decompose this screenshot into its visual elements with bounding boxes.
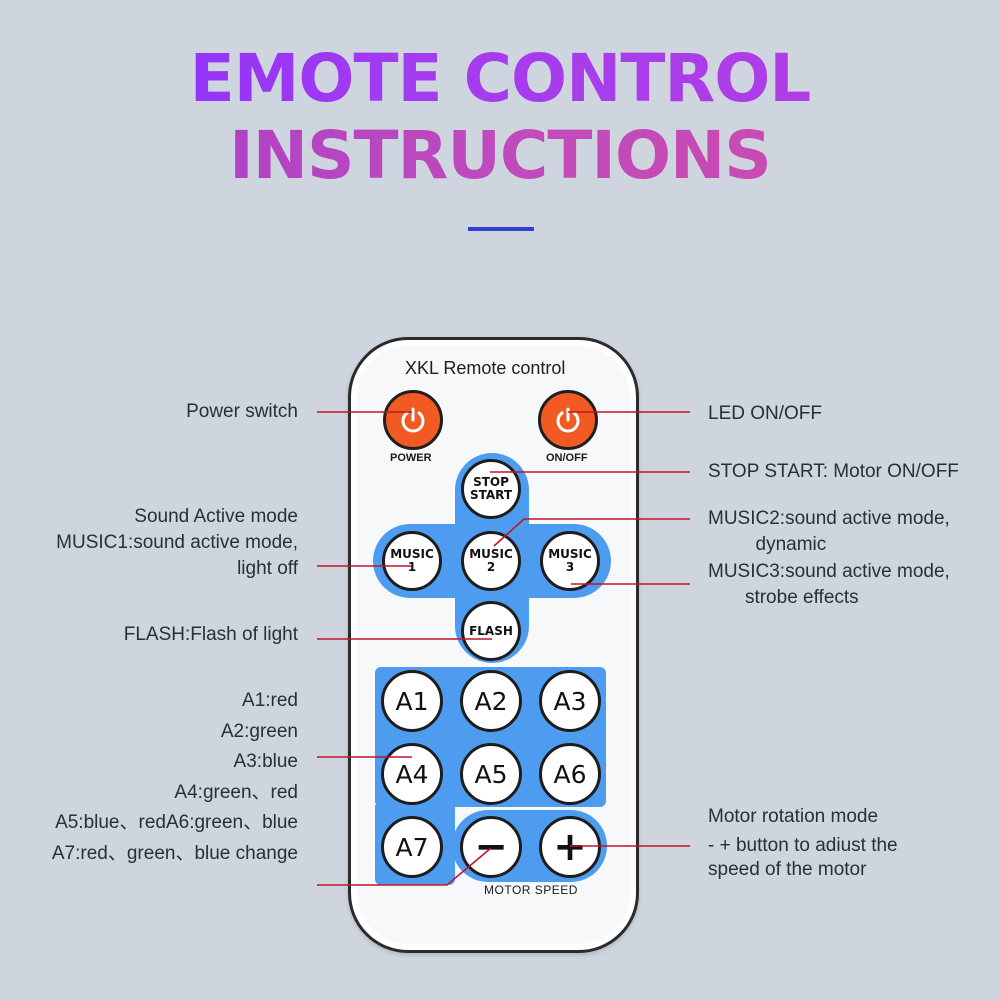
annotation-power-switch: Power switch — [186, 401, 298, 422]
leader-motor — [317, 847, 492, 886]
a5-button[interactable]: A5 — [460, 743, 522, 805]
annotation-motor-mode: Motor rotation mode — [708, 806, 879, 827]
annotation-sound-active: Sound Active mode MUSIC1:sound active mo… — [56, 506, 298, 579]
a4-button[interactable]: A4 — [381, 743, 443, 805]
power-icon — [401, 407, 425, 433]
leader-music2 — [493, 518, 690, 547]
a3-button[interactable]: A3 — [539, 670, 601, 732]
motor-speed-label: MOTOR SPEED — [484, 883, 578, 897]
annotation-stop-start: STOP START: Motor ON/OFF — [708, 461, 959, 482]
annotation-music3: MUSIC3:sound active mode, strobe effects — [708, 561, 950, 608]
music-1-button[interactable]: MUSIC 1 — [382, 531, 442, 591]
led-onoff-button[interactable] — [538, 390, 598, 450]
motor-speed-up-button[interactable]: + — [539, 816, 601, 878]
power-button-label: POWER — [390, 452, 432, 464]
a1-button[interactable]: A1 — [381, 670, 443, 732]
title-divider — [468, 227, 534, 231]
music-3-button[interactable]: MUSIC 3 — [540, 531, 600, 591]
flash-button[interactable]: FLASH — [461, 601, 521, 661]
motor-speed-down-button[interactable]: − — [460, 816, 522, 878]
power-button[interactable] — [383, 390, 443, 450]
a7-button[interactable]: A7 — [381, 816, 443, 878]
a6-button[interactable]: A6 — [539, 743, 601, 805]
page-title-line-1: EMOTE CONTROL — [0, 40, 1000, 117]
power-icon — [556, 407, 580, 433]
remote-title: XKL Remote control — [405, 358, 566, 378]
annotation-led: LED ON/OFF — [708, 403, 823, 424]
music-2-button[interactable]: MUSIC 2 — [461, 531, 521, 591]
page-title-line-2: INSTRUCTIONS — [0, 117, 1000, 194]
annotation-motor-adjust: - + button to adiust the speed of the mo… — [708, 835, 898, 880]
annotation-music2: MUSIC2:sound active mode, dynamic — [708, 508, 950, 555]
stop-start-button[interactable]: STOP START — [461, 459, 521, 519]
annotation-colors: A1:red A2:green A3:blue A4:green、red A5:… — [51, 690, 298, 864]
led-onoff-label: ON/OFF — [546, 452, 588, 464]
a2-button[interactable]: A2 — [460, 670, 522, 732]
annotation-flash: FLASH:Flash of light — [123, 624, 298, 645]
